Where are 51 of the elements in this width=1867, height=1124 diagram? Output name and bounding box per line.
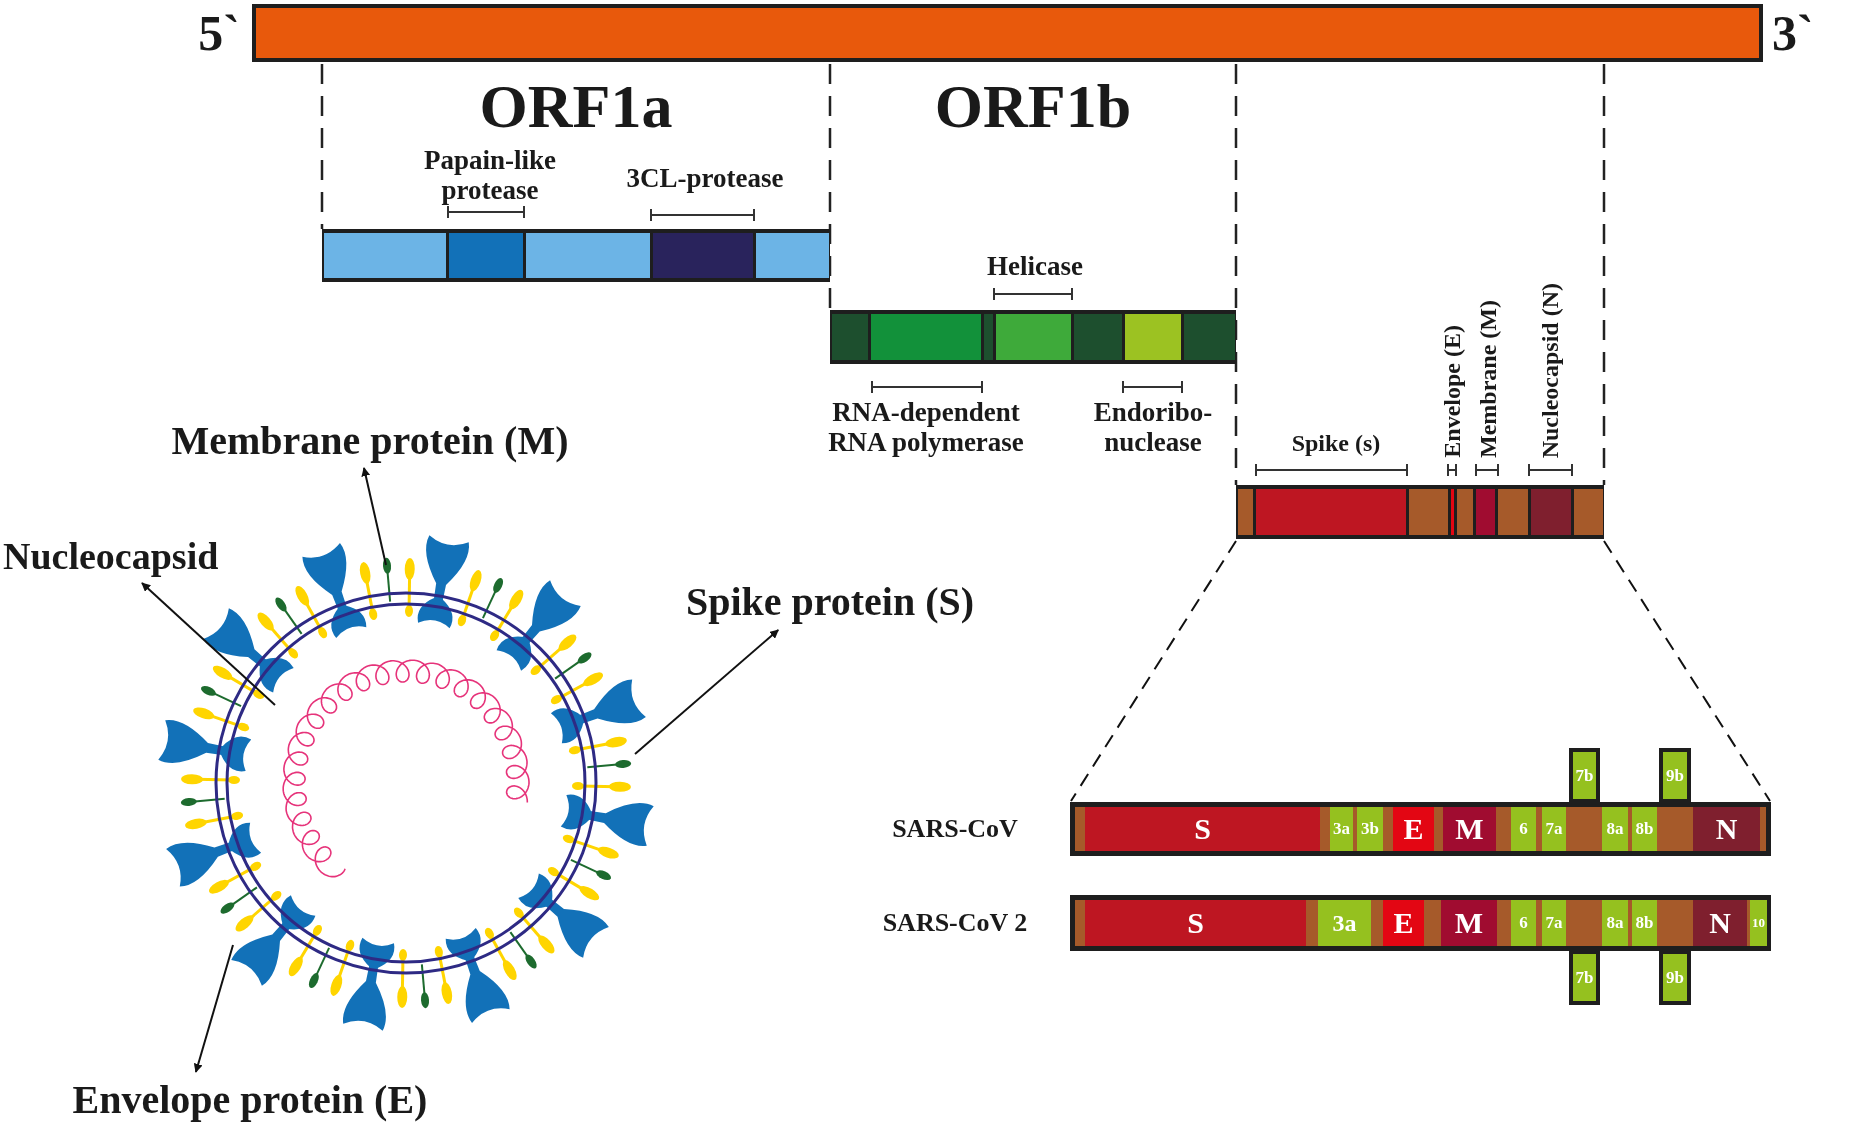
leader-line <box>634 629 780 755</box>
row-label: SARS-CoV 2 <box>881 907 1029 939</box>
gene-segment: 6 <box>1511 900 1536 946</box>
gene-segment: E <box>1383 900 1424 946</box>
gene-segment: S <box>1085 900 1306 946</box>
gene-segment: 10 <box>1750 900 1767 946</box>
gene-label: Membrane (M) <box>1474 300 1502 458</box>
gene-label: RNA-dependent RNA polymerase <box>827 398 1025 458</box>
gene-segment: S <box>1085 807 1320 851</box>
part-label: Membrane protein (M) <box>130 414 610 466</box>
zoom-line <box>1070 540 1237 802</box>
gene-segment: N <box>1693 807 1760 851</box>
gene-label: Helicase <box>986 252 1084 282</box>
region-heading: ORF1a <box>478 72 674 140</box>
leader-line <box>361 467 387 566</box>
leader-line <box>141 582 276 706</box>
gene-segment: 3b <box>1357 807 1383 851</box>
gene-segment: 7b <box>1569 950 1600 1005</box>
part-label: Spike protein (S) <box>650 574 1010 628</box>
gene-label: Endoribo- nuclease <box>1092 398 1214 458</box>
gene-segment: 3a <box>1330 807 1353 851</box>
gene-segment: 6 <box>1511 807 1536 851</box>
gene-label: 3CL-protease <box>625 164 785 194</box>
region-heading: ORF1b <box>933 72 1133 140</box>
strand-end-label: 3` <box>1772 4 1815 62</box>
gene-segment: E <box>1393 807 1434 851</box>
gene-label: Spike (s) <box>1290 430 1382 457</box>
gene-segment: 9b <box>1659 950 1691 1005</box>
gene-segment: 8a <box>1602 900 1628 946</box>
gene-label: Papain-like protease <box>423 146 557 206</box>
gene-segment: 8b <box>1632 900 1657 946</box>
leader-line <box>193 944 234 1073</box>
part-label: Envelope protein (E) <box>30 1074 470 1124</box>
part-label: Nucleocapsid <box>0 530 262 582</box>
gene-segment: M <box>1443 807 1496 851</box>
gene-segment: M <box>1441 900 1497 946</box>
gene-label: Nucleocapsid (N) <box>1536 282 1564 458</box>
gene-bar <box>1236 485 1604 539</box>
gene-segment: 9b <box>1659 748 1691 803</box>
row-label: SARS-CoV <box>891 813 1019 845</box>
genome-bar <box>252 4 1763 62</box>
gene-segment: 8b <box>1632 807 1657 851</box>
strand-end-label: 5` <box>197 4 240 62</box>
gene-segment: 7a <box>1542 807 1566 851</box>
gene-label: Envelope (E) <box>1438 325 1466 458</box>
gene-segment: 8a <box>1602 807 1628 851</box>
gene-segment: 7b <box>1569 748 1600 803</box>
zoom-line <box>1603 540 1771 802</box>
gene-segment: 3a <box>1318 900 1371 946</box>
gene-segment: 7a <box>1542 900 1566 946</box>
gene-segment: N <box>1693 900 1747 946</box>
